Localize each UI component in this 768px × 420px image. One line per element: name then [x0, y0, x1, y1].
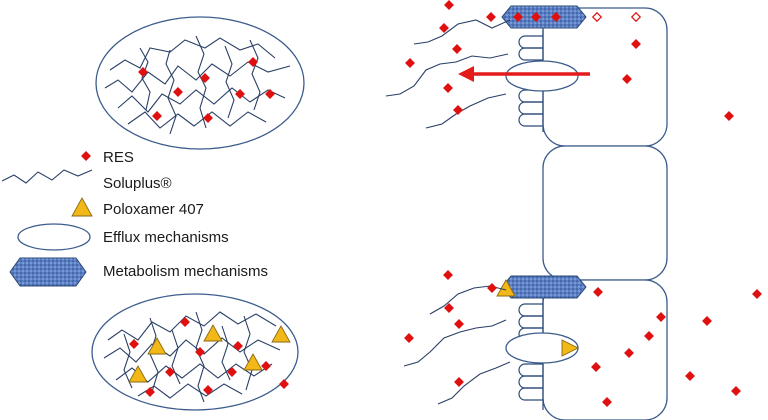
- res-marker: [81, 151, 91, 161]
- metabolism-enzyme-top: [501, 5, 587, 29]
- efflux-arrow: [458, 66, 590, 82]
- legend-label-soluplus: Soluplus®: [103, 175, 172, 192]
- membrane-bottom: [496, 275, 587, 410]
- micelle-soluplus: [95, 16, 305, 150]
- legend-item-res: RES: [81, 149, 134, 166]
- metabolism-hexagon-marker: [9, 257, 87, 287]
- legend-item-soluplus: Soluplus®: [1, 169, 172, 192]
- legend-label-res: RES: [103, 149, 134, 166]
- legend-item-poloxamer: Poloxamer 407: [71, 197, 204, 218]
- membrane-top: [458, 5, 642, 132]
- legend-item-efflux: Efflux mechanisms: [17, 223, 229, 251]
- soluplus-chain-marker: [1, 169, 93, 184]
- external-soluplus-top: [385, 19, 511, 129]
- micelle-soluplus-poloxamer: [91, 293, 299, 411]
- external-soluplus-bottom: [403, 285, 511, 405]
- efflux-ellipse-marker: [17, 223, 91, 251]
- legend-item-metabolism: Metabolism mechanisms: [9, 257, 268, 287]
- poloxamer-triangle-marker: [71, 197, 93, 217]
- micelle-poloxamer-triangles: [128, 324, 291, 383]
- legend: RES Soluplus® Poloxamer 407 Efflux mecha…: [1, 149, 268, 287]
- poloxamer-blocking-metabolism: [496, 279, 516, 297]
- metabolism-enzyme-bottom: [501, 275, 587, 299]
- efflux-pump-top: [505, 60, 579, 92]
- poloxamer-blocking-efflux: [561, 339, 580, 357]
- cell-middle: [542, 145, 668, 281]
- legend-label-poloxamer: Poloxamer 407: [103, 201, 204, 218]
- legend-label-efflux: Efflux mechanisms: [103, 229, 229, 246]
- legend-label-metabolism: Metabolism mechanisms: [103, 263, 268, 280]
